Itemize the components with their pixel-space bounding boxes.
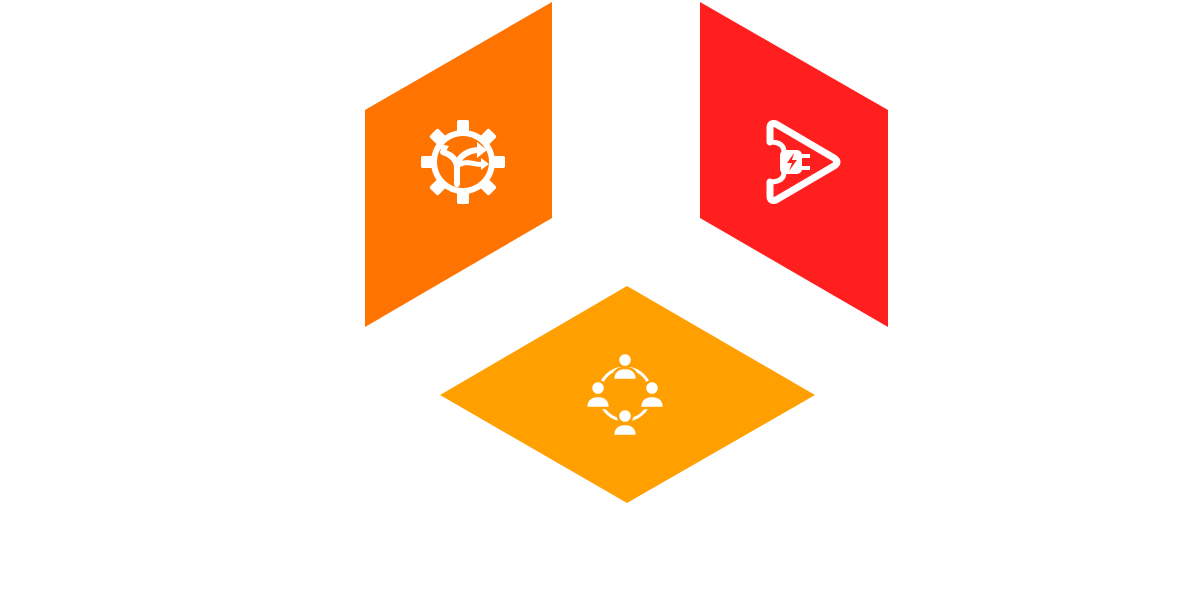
panel-left bbox=[365, 2, 552, 327]
gear-decision-icon bbox=[421, 120, 505, 204]
power-play-icon bbox=[766, 120, 841, 204]
person-bottom-icon bbox=[611, 407, 639, 438]
panel-bottom bbox=[440, 286, 815, 503]
team-circle-icon bbox=[584, 351, 666, 438]
person-right-icon bbox=[638, 379, 666, 410]
panel-bottom-shape bbox=[440, 286, 815, 503]
person-left-icon bbox=[584, 379, 612, 410]
panel-right bbox=[700, 2, 888, 327]
person-top-icon bbox=[611, 351, 639, 382]
